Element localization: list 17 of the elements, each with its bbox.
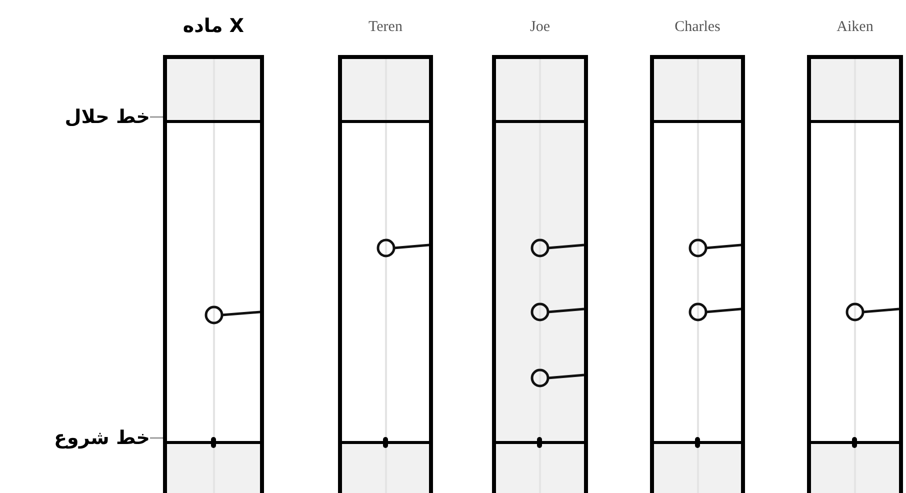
plate-label: Charles	[674, 18, 720, 37]
leader-line	[150, 116, 163, 118]
spot-marker	[688, 236, 741, 258]
plate-label: ماده X	[182, 14, 244, 39]
plate-label: Joe	[530, 18, 550, 37]
spot-marker	[688, 300, 741, 322]
spot-marker	[530, 236, 584, 258]
leader-line	[150, 437, 163, 439]
spot-marker	[530, 366, 584, 388]
spot-marker	[376, 236, 429, 258]
spot-marker	[204, 303, 260, 325]
plate-label: Aiken	[836, 18, 874, 37]
line-label: خط حلال	[4, 103, 150, 131]
plate-label: Teren	[368, 18, 402, 37]
spot-marker	[845, 300, 899, 322]
spot-marker	[530, 300, 584, 322]
line-label: خط شروع	[4, 424, 150, 452]
